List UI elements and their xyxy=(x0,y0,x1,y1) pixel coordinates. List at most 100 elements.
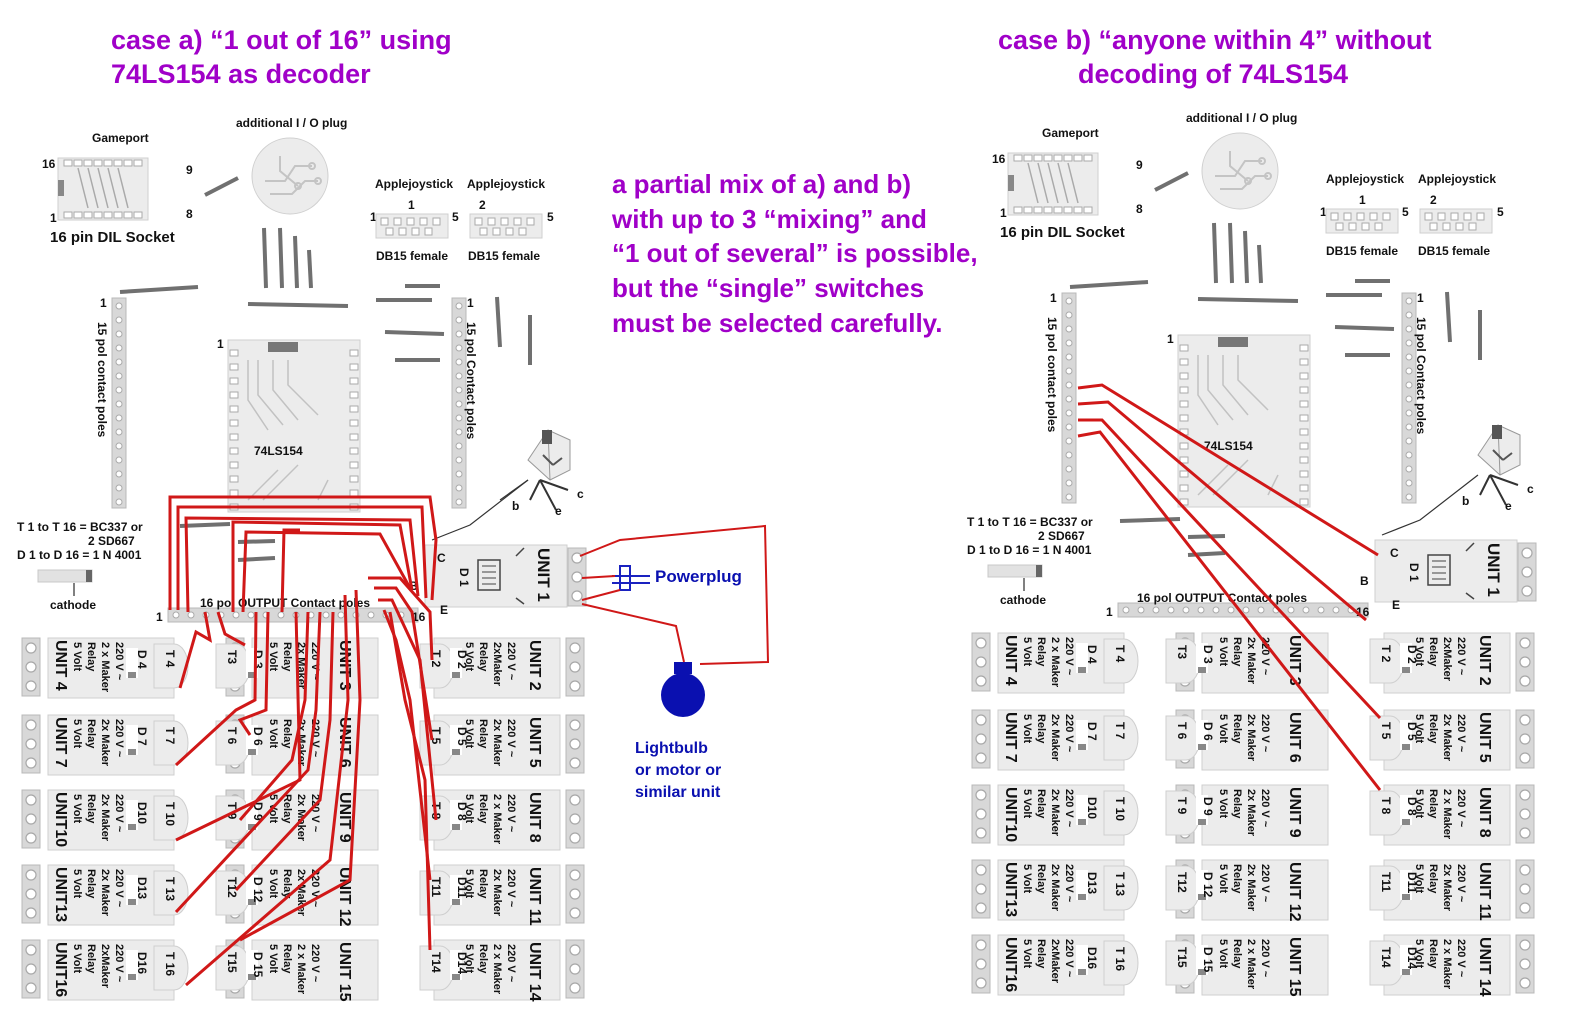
dil-socket-graphic xyxy=(57,157,149,221)
relay-spec-line: 2x Maker xyxy=(99,869,111,917)
diode-label: D13 xyxy=(135,877,149,899)
unit-label: UNIT 2 xyxy=(526,640,543,691)
terminal-block xyxy=(1515,709,1535,769)
diode-label: D11 xyxy=(455,877,469,899)
diode-label: D 15 xyxy=(251,952,265,978)
transistor-label: T12 xyxy=(1175,872,1189,893)
relay-spec-line: 5 Volt xyxy=(463,794,475,823)
relay-spec-line: 220 V ~ xyxy=(113,944,125,983)
applejoystick-1-label: Applejoystick xyxy=(375,177,453,191)
transistor-label: T 5 xyxy=(429,727,443,745)
pin-label: 5 xyxy=(452,210,459,224)
relay-spec-line: Relay xyxy=(1427,714,1439,744)
relay-spec-line: Relay xyxy=(1231,864,1243,894)
relay-spec-line: 220 V ~ xyxy=(113,794,125,833)
transistor-label: T 6 xyxy=(1175,722,1189,740)
relay-spec-line: 5 Volt xyxy=(1413,637,1425,666)
terminal-block xyxy=(21,714,41,774)
relay-spec-line: Relay xyxy=(1427,637,1439,667)
relay-spec-line: 220 V ~ xyxy=(1455,789,1467,828)
dil-socket-graphic-b xyxy=(1007,152,1099,216)
relay-spec-line: Relay xyxy=(477,944,489,974)
relay-spec-line: 2xMaker xyxy=(99,944,111,989)
diode-label: D 9 xyxy=(1201,797,1215,816)
relay-spec-line: Relay xyxy=(1231,939,1243,969)
pin-label: 1 xyxy=(1106,605,1113,619)
terminal-block xyxy=(1515,784,1535,844)
pin-label: 1 xyxy=(1417,291,1424,305)
relay-spec-line: 220 V ~ xyxy=(505,794,517,833)
relay-spec-line: Relay xyxy=(1231,789,1243,819)
relay-spec-line: 5 Volt xyxy=(267,719,279,748)
transistor-label: T 10 xyxy=(163,802,177,826)
relay-spec-line: Relay xyxy=(85,869,97,899)
relay-spec-line: 2x Maker xyxy=(1441,864,1453,912)
transistor-label: T 4 xyxy=(1113,645,1127,663)
relay-spec-line: 5 Volt xyxy=(1021,789,1033,818)
io-plug-icon-b xyxy=(1201,132,1279,210)
diode-label: D10 xyxy=(1085,797,1099,819)
pin-label: 5 xyxy=(1402,205,1409,219)
diode-label: D 3 xyxy=(251,650,265,669)
diode-label: D 8 xyxy=(1405,797,1419,816)
pin-label: c xyxy=(1527,482,1534,496)
db15-connector-2 xyxy=(469,213,543,239)
relay-spec-line: 220 V ~ xyxy=(113,642,125,681)
db15-label-2: DB15 female xyxy=(468,249,540,263)
relay-spec-line: Relay xyxy=(1427,864,1439,894)
relay-spec-line: Relay xyxy=(1427,789,1439,819)
unit-label: UNIT 12 xyxy=(1286,862,1303,922)
pin-label: E xyxy=(1392,598,1400,612)
pin-label: 1 xyxy=(1320,205,1327,219)
relay-spec-line: 5 Volt xyxy=(463,869,475,898)
relay-spec-line: Relay xyxy=(281,642,293,672)
unit-label: UNIT16 xyxy=(1002,937,1019,992)
transistor-note-2-b: 2 SD667 xyxy=(1038,529,1085,543)
relay-spec-line: 2x Maker xyxy=(1245,789,1257,837)
pin-label: 8 xyxy=(1136,202,1143,216)
relay-spec-line: 220 V ~ xyxy=(309,944,321,983)
db15-connector-1 xyxy=(375,213,449,239)
contact-strip-15-right xyxy=(451,297,467,509)
transistor-note-3-b: D 1 to D 16 = 1 N 4001 xyxy=(967,543,1092,557)
contact-15-label-b: 15 pol Contact poles xyxy=(464,322,478,440)
diode-label: D10 xyxy=(135,802,149,824)
relay-spec-line: 220 V ~ xyxy=(1455,939,1467,978)
applejoystick-2-label-b: Applejoystick xyxy=(1418,172,1496,186)
transistor-label: T3 xyxy=(225,650,239,664)
relay-spec-line: 220 V ~ xyxy=(1259,714,1271,753)
transistor-label: T14 xyxy=(1379,947,1393,968)
io-plug-icon xyxy=(251,137,329,215)
db15-connector-2-b xyxy=(1419,208,1493,234)
pin-label: 5 xyxy=(547,210,554,224)
relay-spec-line: Relay xyxy=(477,642,489,672)
pin-label: 16 xyxy=(412,610,426,624)
case-a-title-line2: 74LS154 as decoder xyxy=(111,59,371,89)
relay-spec-line: 5 Volt xyxy=(1021,714,1033,743)
unit-label: UNIT 8 xyxy=(1476,787,1493,838)
transistor-label: T 13 xyxy=(163,877,177,901)
relay-spec-line: 220 V ~ xyxy=(1259,789,1271,828)
applejoystick-1-label-b: Applejoystick xyxy=(1326,172,1404,186)
relay-spec-line: Relay xyxy=(85,944,97,974)
relay-spec-line: 5 Volt xyxy=(71,869,83,898)
transistor-label: T 5 xyxy=(1379,722,1393,740)
output-poles-label-b: 16 pol OUTPUT Contact poles xyxy=(1137,591,1307,605)
relay-spec-line: 220 V ~ xyxy=(1063,637,1075,676)
transistor-note-3: D 1 to D 16 = 1 N 4001 xyxy=(17,548,142,562)
db15-label-1-b: DB15 female xyxy=(1326,244,1398,258)
right-panel: Gameport 16 9 1 8 16 pin DIL Socket addi… xyxy=(967,111,1537,997)
dil-socket-label-b: 16 pin DIL Socket xyxy=(1000,224,1125,241)
